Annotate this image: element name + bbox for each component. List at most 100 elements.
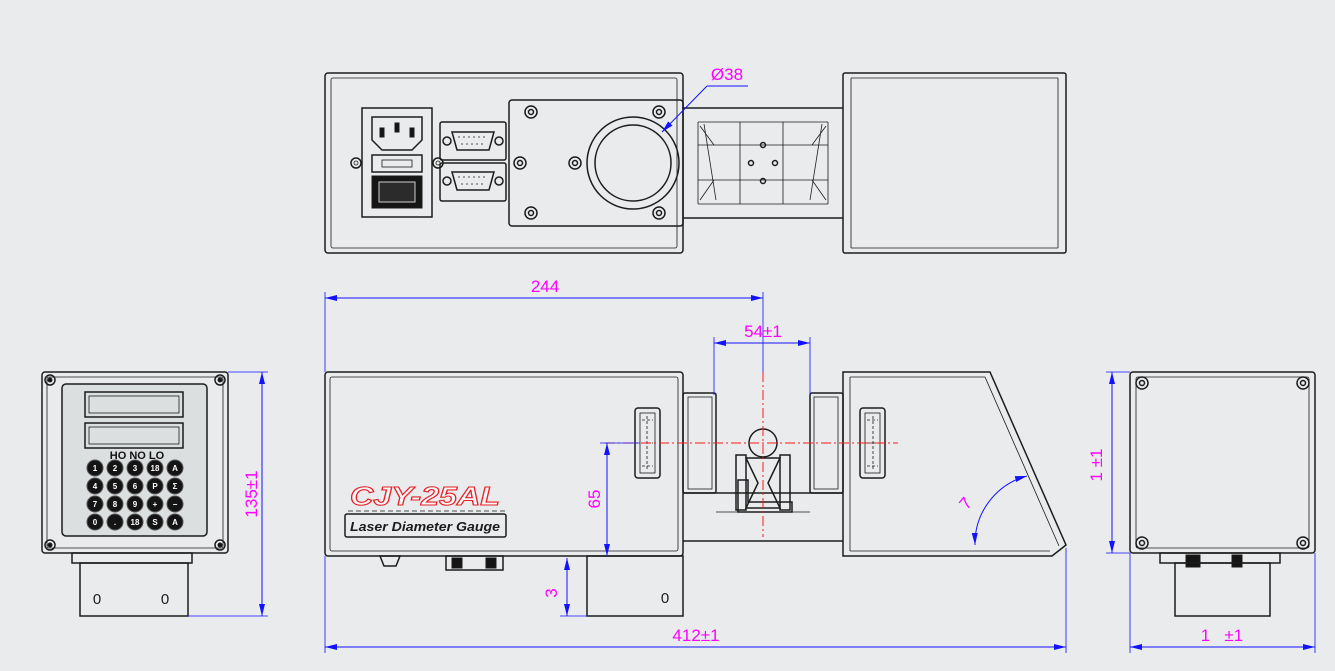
left-foot-mark-1: 0 bbox=[93, 591, 101, 608]
keypad-key: P bbox=[146, 477, 164, 495]
serial-connector-2 bbox=[439, 162, 507, 202]
keypad-key: 18 bbox=[146, 459, 164, 477]
keypad-key-cap bbox=[106, 513, 124, 531]
front-view: CJY-25AL Laser Diameter Gauge bbox=[324, 277, 1067, 653]
keypad-key-label: 3 bbox=[133, 464, 138, 473]
side-height-label: 135±1 bbox=[242, 470, 261, 517]
end-height-label: 1 ±1 bbox=[1087, 449, 1106, 482]
keypad-key-label: 9 bbox=[133, 500, 138, 509]
dimension-center-height: 65 bbox=[585, 442, 640, 556]
keypad-key-cap bbox=[86, 513, 104, 531]
keypad-key-cap bbox=[106, 459, 124, 477]
keypad-key-label: 6 bbox=[133, 482, 138, 491]
keypad-key: S bbox=[146, 513, 164, 531]
right-view: 1 ±1 1 ±1 bbox=[1087, 371, 1316, 653]
gap-width-label: 54±1 bbox=[744, 322, 782, 341]
power-entry-module bbox=[350, 107, 444, 218]
bottom-switch bbox=[378, 555, 402, 567]
center-lines bbox=[605, 372, 898, 537]
iec-inlet-icon bbox=[371, 116, 423, 151]
v-roller bbox=[744, 457, 782, 509]
right-mount-foot bbox=[1174, 562, 1271, 617]
dimension-aperture-diameter: Ø38 bbox=[661, 65, 748, 133]
overall-length-label: 412±1 bbox=[672, 626, 719, 645]
display-lower bbox=[84, 422, 184, 449]
keypad-key-label: 18 bbox=[151, 464, 160, 473]
right-bottom-parts bbox=[1159, 552, 1281, 617]
keypad-key-label: 8 bbox=[113, 500, 118, 509]
keypad-key-label: 2 bbox=[113, 464, 118, 473]
keypad-key-cap bbox=[146, 459, 164, 477]
keypad-key: 5 bbox=[106, 477, 124, 495]
keypad-key: A bbox=[166, 459, 184, 477]
logo-caption-box bbox=[344, 513, 507, 538]
foot-mark: 0 bbox=[661, 590, 669, 607]
keypad-key: Σ bbox=[166, 477, 184, 495]
keypad-key: 8 bbox=[106, 495, 124, 513]
keypad-key: 4 bbox=[86, 477, 104, 495]
keypad-key-cap bbox=[166, 495, 184, 513]
left-corner-screws bbox=[44, 374, 226, 551]
model-logo: CJY-25AL bbox=[350, 481, 500, 511]
keypad-key-cap bbox=[126, 513, 144, 531]
keypad-key-label: 0 bbox=[93, 518, 98, 527]
dimension-side-height: 135±1 bbox=[188, 371, 268, 617]
plate-screws bbox=[513, 105, 666, 220]
keypad-key-cap bbox=[166, 477, 184, 495]
keypad-key: + bbox=[146, 495, 164, 513]
foot-height-label: 3 bbox=[542, 588, 561, 597]
top-view: Ø38 bbox=[324, 65, 1067, 254]
keypad-key-cap bbox=[86, 495, 104, 513]
keypad-key-cap bbox=[126, 495, 144, 513]
center-offset-label: 244 bbox=[531, 277, 559, 296]
keypad-key-label: 4 bbox=[93, 482, 98, 491]
keypad-key-cap bbox=[166, 513, 184, 531]
keypad-key-label: 5 bbox=[113, 482, 118, 491]
right-corner-screws bbox=[1135, 376, 1310, 550]
keypad-key-cap bbox=[146, 495, 164, 513]
keypad-key-cap bbox=[146, 477, 164, 495]
mount-foot bbox=[586, 555, 684, 617]
keypad-key-cap bbox=[126, 459, 144, 477]
keypad-key: . bbox=[106, 513, 124, 531]
dimension-overall-length: 412±1 bbox=[324, 548, 1067, 653]
keypad-key-cap bbox=[86, 477, 104, 495]
keypad-key-cap bbox=[106, 477, 124, 495]
keypad-key: 7 bbox=[86, 495, 104, 513]
dimension-gap-width: 54±1 bbox=[713, 322, 811, 395]
keypad-key-cap bbox=[86, 459, 104, 477]
keypad-key: 0 bbox=[86, 513, 104, 531]
keypad-key-cap bbox=[146, 513, 164, 531]
keypad-key-cap bbox=[106, 495, 124, 513]
keypad-key-label: Σ bbox=[173, 482, 178, 491]
front-logo: CJY-25AL Laser Diameter Gauge bbox=[344, 480, 507, 538]
keypad-key: 9 bbox=[126, 495, 144, 513]
aperture-diameter-label: Ø38 bbox=[711, 65, 743, 84]
keypad-key-cap bbox=[166, 459, 184, 477]
keypad-key-label: 1 bbox=[93, 464, 98, 473]
display-upper bbox=[84, 391, 184, 418]
keypad-key-label: A bbox=[172, 464, 178, 473]
dimension-center-offset: 244 bbox=[324, 277, 764, 372]
keypad-key-label: S bbox=[152, 518, 158, 527]
serial-connector-1 bbox=[439, 121, 507, 161]
keypad-key: A bbox=[166, 513, 184, 531]
keypad-key: 3 bbox=[126, 459, 144, 477]
front-end-housing bbox=[842, 371, 1067, 557]
keypad-key-cap bbox=[126, 477, 144, 495]
aperture-hole bbox=[594, 124, 672, 202]
top-end-housing bbox=[842, 72, 1067, 254]
dimension-end-height: 1 ±1 bbox=[1087, 371, 1130, 554]
indicator-labels: HO NO LO bbox=[110, 450, 165, 462]
keypad-key: − bbox=[166, 495, 184, 513]
keypad-key-label: P bbox=[152, 482, 158, 491]
keypad-key-label: A bbox=[172, 518, 178, 527]
center-height-label: 65 bbox=[585, 490, 604, 509]
top-rail bbox=[683, 107, 843, 219]
keypad-key-label: + bbox=[153, 500, 158, 509]
keypad-key: 1 bbox=[86, 459, 104, 477]
